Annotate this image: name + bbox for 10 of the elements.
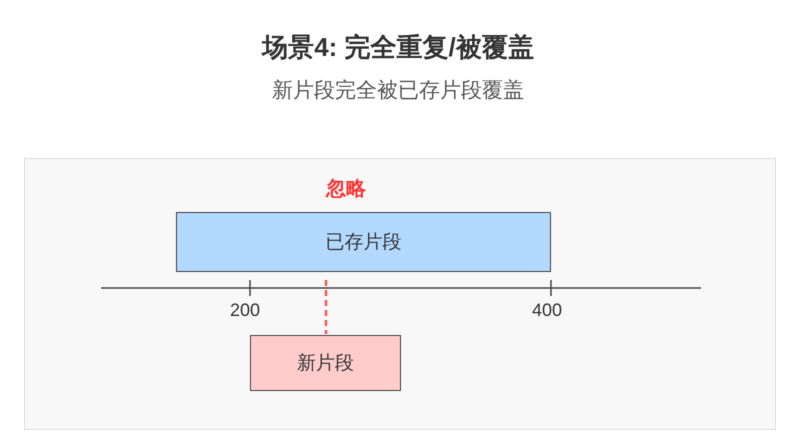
title: 场景4: 完全重复/被覆盖 xyxy=(260,31,535,64)
tick-label: 400 xyxy=(532,300,562,321)
segment-box xyxy=(250,335,401,391)
panel-background xyxy=(24,158,776,430)
segment-box xyxy=(176,212,551,272)
segment-label: 新片段 xyxy=(296,352,355,376)
tick-label: 200 xyxy=(230,300,260,321)
subtitle: 新片段完全被已存片段覆盖 xyxy=(271,78,525,104)
status-label: 忽略 xyxy=(326,177,366,202)
segment-label: 已存片段 xyxy=(324,231,402,255)
